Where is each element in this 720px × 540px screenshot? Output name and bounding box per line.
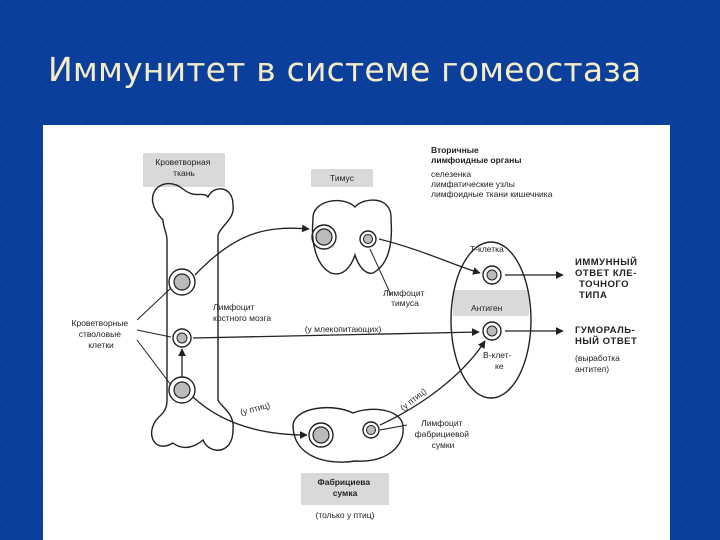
secondary-organ-oval	[450, 241, 532, 399]
b-cell-label: В-клет- ке	[483, 350, 514, 371]
bursa-cell-large	[308, 422, 334, 448]
t-cell-label: Т-клетка	[470, 244, 504, 254]
thymus-shape	[311, 199, 393, 275]
arrow-thymus-to-tcell	[378, 238, 481, 275]
bone-marrow-lymphocyte-label: Лимфоцит костного мозга	[213, 302, 271, 323]
secondary-organs-items: селезенка лимфатические узлы лимфоидные …	[431, 169, 553, 199]
stem-cells-label: Кроветворные стволовые клетки	[72, 318, 131, 350]
thymus-lymphocyte-label: Лимфоцит тимуса	[383, 288, 427, 308]
b-cell	[482, 321, 502, 341]
fabricius-lymphocyte-label: Лимфоцит фабрициевой сумки	[415, 418, 472, 450]
fabricius-bursa-box	[301, 473, 389, 505]
antigen-label: Антиген	[471, 303, 503, 313]
stem-cell-top	[168, 268, 196, 296]
immune-homeostasis-diagram: Кроветворная ткань Тимус Вторичные лимфо…	[72, 145, 641, 520]
bursa-lymphocyte-cell	[362, 421, 380, 439]
birds-path-right-label: (у птиц)	[398, 386, 428, 413]
thymus-cell-large	[311, 224, 337, 250]
arrow-marrow-to-bcell	[192, 328, 480, 339]
bone-shape	[150, 182, 234, 451]
hematopoietic-tissue-box	[143, 153, 225, 187]
mammals-path-label: (у млекопитающих)	[305, 324, 382, 334]
humoral-response-label: ГУМОРАЛЬ- НЫЙ ОТВЕТ	[575, 325, 638, 347]
birds-path-left-label: (у птиц)	[239, 400, 271, 417]
secondary-organs-title: Вторичные лимфоидные органы	[431, 145, 521, 165]
t-cell	[482, 265, 502, 285]
antibody-note: (выработка антител)	[575, 353, 622, 374]
antigen-box	[453, 290, 529, 316]
cellular-response-label: ИММУННЫЙ ОТВЕТ КЛЕ- ТОЧНОГО ТИПА	[575, 256, 641, 301]
arrow-bursa-to-bcell	[379, 340, 486, 426]
bursa-shape	[292, 406, 404, 463]
arrows	[178, 224, 564, 439]
birds-only-label: (только у птиц)	[315, 510, 374, 520]
bone-marrow-lymphocyte-cell	[172, 328, 192, 348]
stem-cell-pointers	[136, 248, 408, 431]
arrow-bone-to-thymus	[194, 224, 310, 276]
thymus-label-box	[311, 169, 373, 187]
slide-title: Иммунитет в системе гомеостаза	[48, 50, 642, 89]
diagram-panel: Кроветворная ткань Тимус Вторичные лимфо…	[43, 125, 670, 540]
stem-cell-bottom	[168, 376, 196, 404]
arrow-bone-to-bursa	[192, 396, 308, 439]
thymus-lymphocyte-cell	[359, 230, 377, 248]
hematopoietic-tissue-label: Кроветворная ткань	[155, 157, 212, 178]
fabricius-bursa-label: Фабрициева сумка	[317, 477, 372, 498]
thymus-label: Тимус	[330, 173, 355, 183]
